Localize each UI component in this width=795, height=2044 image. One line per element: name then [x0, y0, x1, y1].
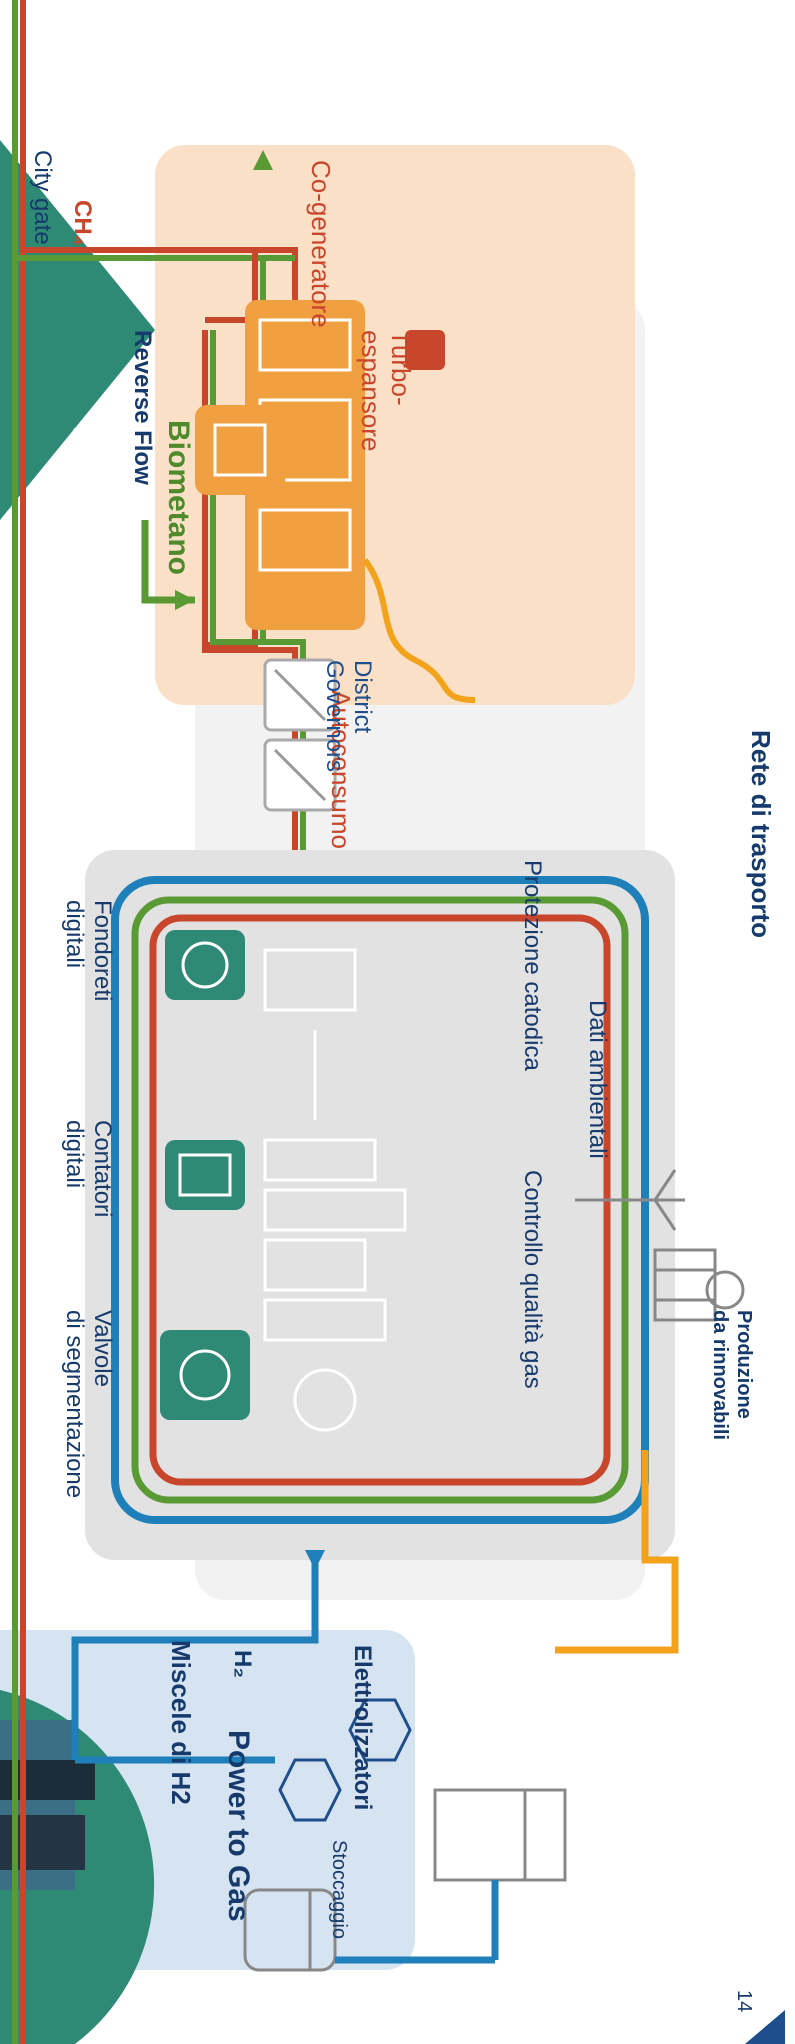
- valve-icon: [160, 1330, 250, 1420]
- label-h2: H₂: [229, 1650, 256, 1678]
- logo-mark: [745, 2010, 785, 2044]
- label-power-to-gas: Power to Gas: [222, 1730, 255, 1922]
- turbo-expander-icon: [245, 300, 365, 630]
- page-number: 14: [733, 1990, 755, 2013]
- label-city-gate: City gate: [29, 150, 56, 245]
- label-district-governors-line2: Governors: [321, 660, 348, 773]
- digital-gauge-icon: [165, 930, 245, 1000]
- storage-tank-icon: [243, 1888, 337, 1972]
- digital-meter-icon: [165, 1140, 245, 1210]
- label-turbo-espansore-line1: Turbo-: [386, 330, 416, 406]
- label-fondoreti-digitali-line2: digitali: [61, 900, 88, 969]
- wind-turbine-icon: [575, 1169, 685, 1231]
- label-rete-di-trasporto: Rete di trasporto: [746, 730, 776, 939]
- renewable-power-line: [555, 1450, 679, 1654]
- label-valvole-line2: di segmentazione: [61, 1310, 88, 1499]
- label-dati-ambientali: Dati ambientali: [584, 1000, 611, 1159]
- solar-panel-icon: [653, 1248, 745, 1322]
- label-contatori-digitali-line2: digitali: [61, 1120, 88, 1189]
- label-co-generatore: Co-generatore: [306, 160, 336, 328]
- autoconsumo-line: [362, 558, 476, 703]
- teal-triangle-top: [0, 140, 155, 520]
- label-turbo-espansore-line2: espansore: [356, 330, 386, 452]
- molecule-icon: [278, 1698, 412, 1822]
- label-reverse-flow: Reverse Flow: [129, 330, 156, 485]
- label-produzione-line1: Produzione: [733, 1310, 755, 1419]
- label-protezione-catodica: Protezione catodica: [519, 860, 546, 1071]
- label-fondoreti-digitali-line1: Fondoreti: [89, 900, 116, 1002]
- label-valvole-line1: Valvole: [89, 1310, 116, 1387]
- label-miscele-di-h2: Miscele di H2: [166, 1640, 196, 1805]
- label-controllo-qualita-gas: Controllo qualità gas: [519, 1170, 546, 1389]
- label-produzione-line2: da rinnovabili: [709, 1310, 731, 1441]
- cogenerator-icon: [405, 330, 445, 370]
- label-elettrolizzatori: Elettrolizzatori: [349, 1645, 376, 1811]
- label-contatori-digitali-line1: Contatori: [89, 1120, 116, 1218]
- label-ch4: CH₄: [69, 200, 96, 247]
- electrolyzer-icon: [433, 1788, 567, 1882]
- city-skyline-icon: [263, 948, 407, 1432]
- label-district-governors-line1: District: [349, 660, 376, 734]
- biomethane-plant-icon: [73, 428, 137, 512]
- label-biometano: Biometano: [162, 420, 195, 576]
- label-stoccaggio: Stoccaggio: [328, 1840, 350, 1939]
- h2-feed-line: [71, 1560, 319, 1760]
- filter-icon: [195, 405, 285, 495]
